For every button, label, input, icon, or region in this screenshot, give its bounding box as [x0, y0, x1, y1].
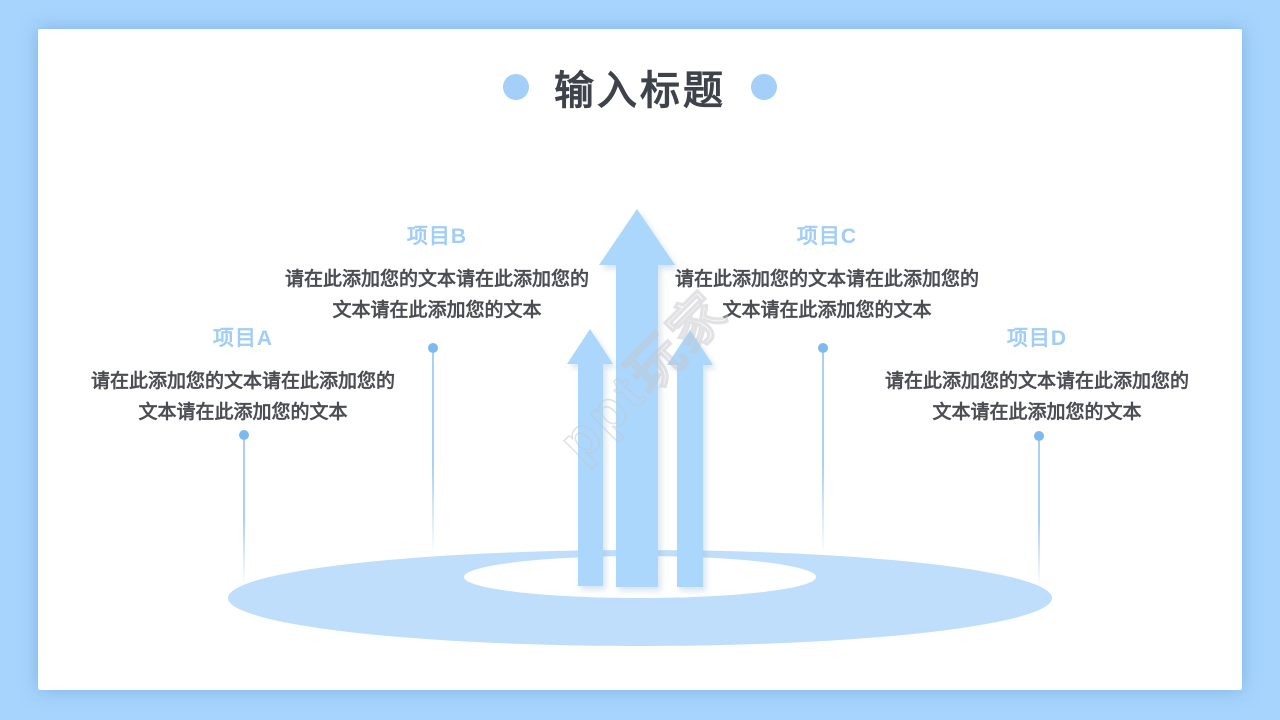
page-title: 输入标题 [554, 69, 726, 113]
title-left-dot-icon [503, 74, 529, 100]
right-up-arrow-icon [667, 330, 713, 587]
connector-c [818, 343, 828, 556]
connector-c-line [822, 353, 824, 556]
item-c-text: 请在此添加您的文本请在此添加您的 文本请在此添加您的文本 [637, 264, 1017, 326]
connector-a [239, 430, 249, 585]
item-c-text-line2: 文本请在此添加您的文本 [722, 300, 932, 321]
connector-a-dot-icon [239, 430, 249, 440]
item-d-text-line2: 文本请在此添加您的文本 [932, 402, 1142, 423]
connector-b-line [432, 353, 434, 556]
left-up-arrow-icon [567, 329, 613, 586]
item-d-label: 项目D [1006, 327, 1068, 350]
item-b: 项目B 请在此添加您的文本请在此添加您的 文本请在此添加您的文本 [247, 220, 627, 326]
connector-c-dot-icon [818, 343, 828, 353]
item-d-text: 请在此添加您的文本请在此添加您的 文本请在此添加您的文本 [847, 366, 1227, 428]
item-b-text-line2: 文本请在此添加您的文本 [332, 300, 542, 321]
title-right-dot-icon [751, 74, 777, 100]
item-d-text-line1: 请在此添加您的文本请在此添加您的 [884, 371, 1189, 392]
item-d: 项目D 请在此添加您的文本请在此添加您的 文本请在此添加您的文本 [847, 322, 1227, 428]
item-c-text-line1: 请在此添加您的文本请在此添加您的 [674, 269, 979, 290]
item-a-text-line2: 文本请在此添加您的文本 [138, 402, 348, 423]
item-b-text-line1: 请在此添加您的文本请在此添加您的 [284, 269, 589, 290]
item-b-text: 请在此添加您的文本请在此添加您的 文本请在此添加您的文本 [247, 264, 627, 326]
item-c-label: 项目C [796, 225, 858, 248]
connector-d-dot-icon [1034, 431, 1044, 441]
connector-a-line [243, 440, 245, 585]
connector-d [1034, 431, 1044, 588]
item-c: 项目C 请在此添加您的文本请在此添加您的 文本请在此添加您的文本 [637, 220, 1017, 326]
connector-d-line [1038, 441, 1040, 588]
item-a-text: 请在此添加您的文本请在此添加您的 文本请在此添加您的文本 [53, 366, 433, 428]
center-up-arrow-icon [599, 209, 675, 587]
slide-title-row: 输入标题 [0, 58, 1280, 116]
connector-b [428, 343, 438, 556]
item-a: 项目A 请在此添加您的文本请在此添加您的 文本请在此添加您的文本 [53, 322, 433, 428]
item-a-text-line1: 请在此添加您的文本请在此添加您的 [90, 371, 395, 392]
item-b-label: 项目B [406, 225, 468, 248]
connector-b-dot-icon [428, 343, 438, 353]
item-a-label: 项目A [212, 327, 274, 350]
